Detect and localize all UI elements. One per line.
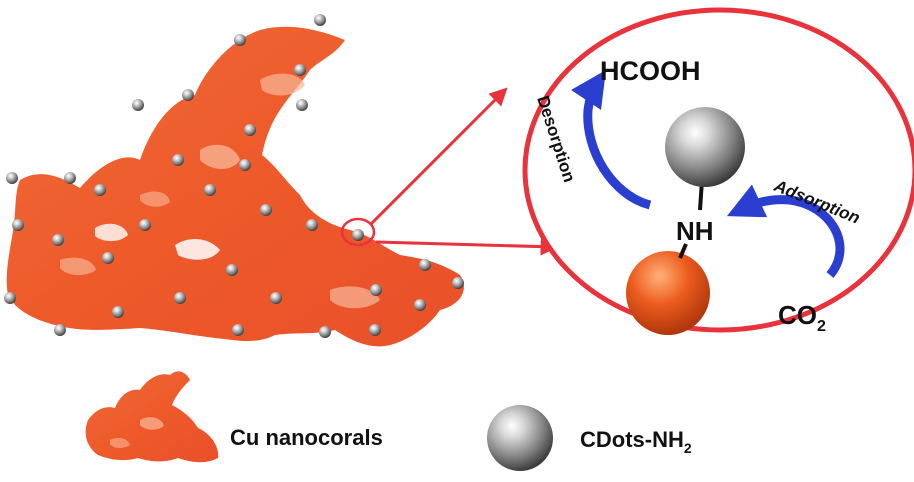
legend-cu-icon [85,371,219,463]
reactant-label: CO2 [778,300,826,335]
cu-sphere [626,251,710,335]
cdot-sphere [665,107,745,187]
legend-cu-label: Cu nanocorals [230,425,383,450]
legend-cdots-icon [487,405,553,471]
cdots-spheres [4,14,464,338]
highlight-circle [340,217,376,247]
zoom-arrow-lower [375,237,559,256]
cu-nanocoral-cluster [6,26,464,347]
product-label: HCOOH [600,56,701,86]
desorption-arrow [571,70,652,210]
zoom-arrow-upper [368,87,508,227]
legend-cdots-label: CDots-NH2 [580,427,692,456]
bond-cu-nh [678,243,688,259]
adsorption-arrow [726,184,845,278]
amine-label: NH [676,216,714,246]
